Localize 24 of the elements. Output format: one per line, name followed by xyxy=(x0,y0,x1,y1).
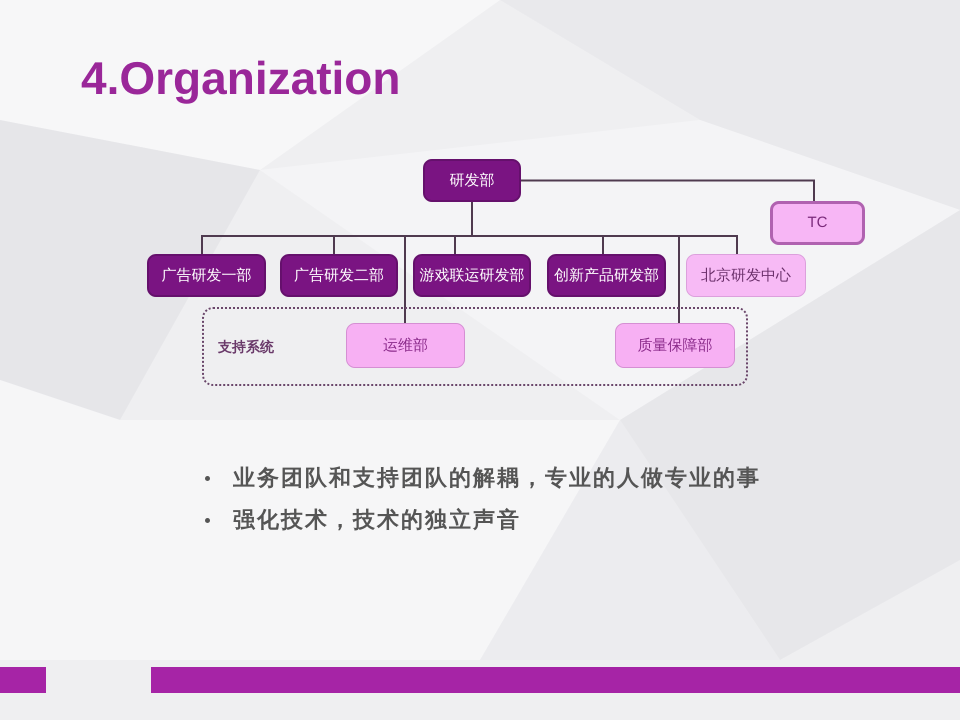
committee-name: TC xyxy=(808,214,828,232)
department-name: 广告研发二部 xyxy=(294,266,384,284)
group-label: 支持系统 xyxy=(218,338,274,355)
department-box xyxy=(147,254,266,297)
department-box xyxy=(686,254,806,297)
department-box xyxy=(280,254,398,297)
department-box xyxy=(547,254,666,297)
support-group-frame xyxy=(202,307,748,386)
department-box xyxy=(413,254,531,297)
connector-line xyxy=(521,180,815,201)
bullet-text: 强化技术，技术的独立声音 xyxy=(233,506,521,534)
department-box xyxy=(615,323,735,368)
department-box xyxy=(423,159,521,202)
committee-box xyxy=(770,201,865,245)
bullet-text: 业务团队和支持团队的解耦，专业的人做专业的事 xyxy=(233,464,761,492)
department-name: 广告研发一部 xyxy=(162,266,252,284)
department-name: 游戏联运研发部 xyxy=(420,266,524,284)
department-name: 质量保障部 xyxy=(638,336,712,354)
department-name: 北京研发中心 xyxy=(701,266,791,284)
slide-title: 4.Organization xyxy=(81,52,400,105)
department-name: 研发部 xyxy=(450,172,494,190)
department-box xyxy=(346,323,465,368)
department-name: 创新产品研发部 xyxy=(554,266,659,284)
department-name: 运维部 xyxy=(383,336,428,354)
